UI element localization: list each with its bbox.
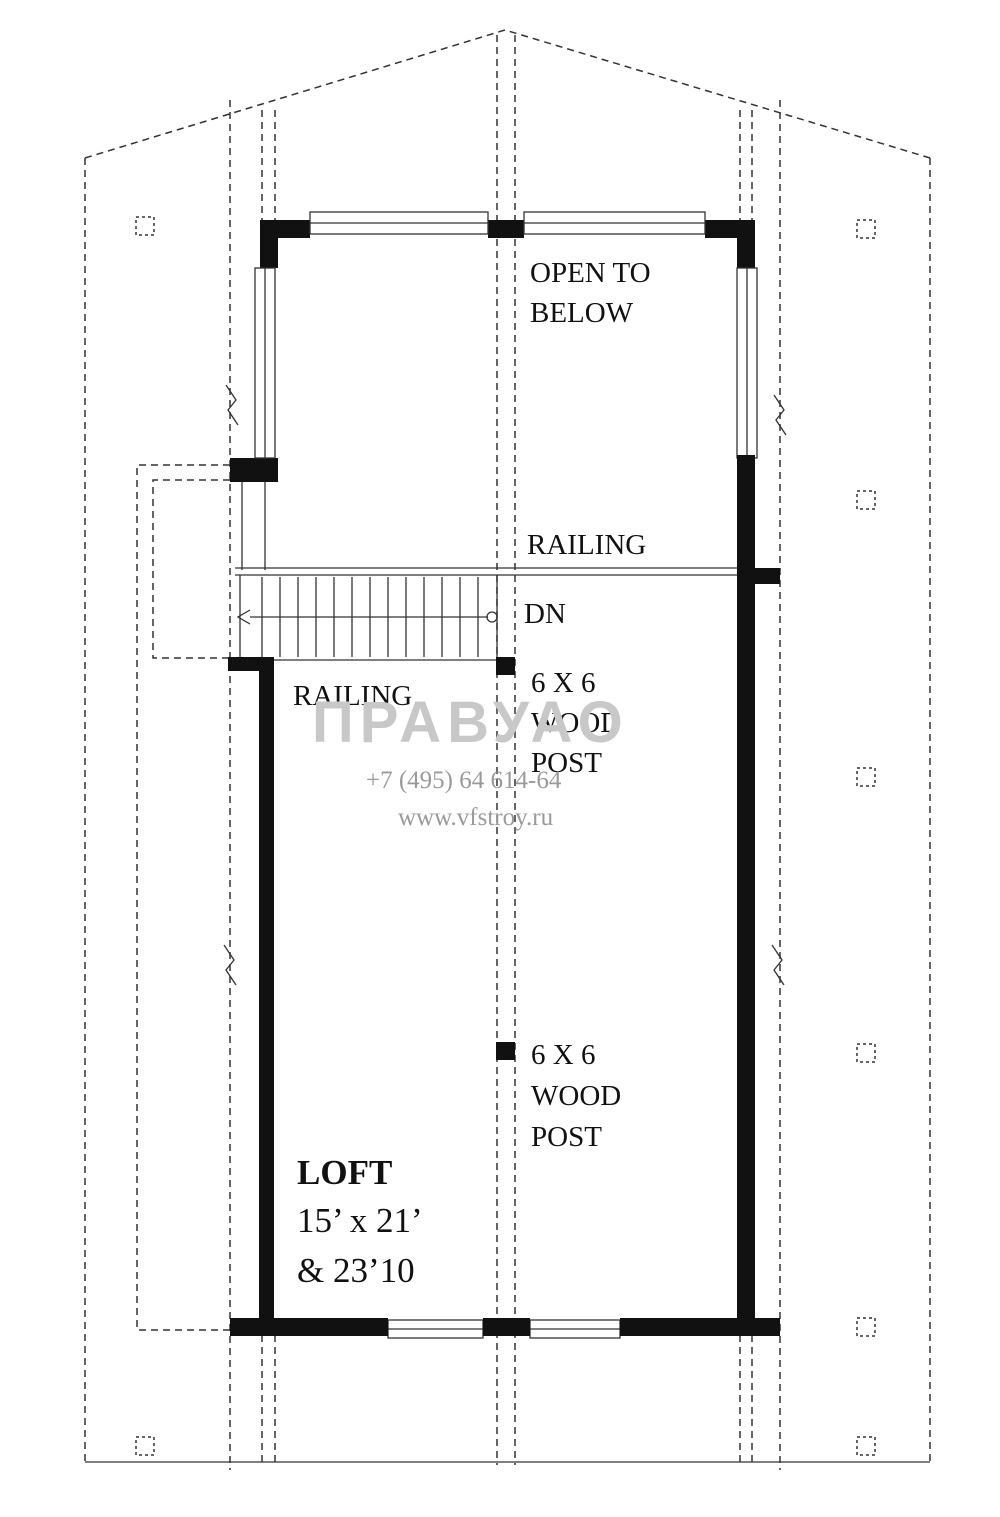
railings xyxy=(235,567,737,661)
lower-stair-outline xyxy=(136,464,230,1331)
loft-walls xyxy=(228,455,780,1336)
support-mark xyxy=(856,490,876,510)
loft-dimensions-1: 15’ x 21’ xyxy=(297,1201,423,1240)
ridge-beam-line xyxy=(496,35,516,1465)
post-label-upper-2: WOOD xyxy=(531,707,621,739)
watermark-brand: ПРАВУАО xyxy=(312,690,629,755)
wood-posts xyxy=(496,657,515,1060)
upper-walls xyxy=(230,220,755,482)
stair-side-wall xyxy=(241,482,266,570)
loft-room-name: LOFT xyxy=(297,1153,392,1192)
windows xyxy=(254,211,758,1339)
railing-label-upper: RAILING xyxy=(527,529,646,561)
support-marks xyxy=(135,216,876,1456)
loft-dimensions-2: & 23’10 xyxy=(297,1251,415,1290)
post-label-upper-1: 6 X 6 xyxy=(531,667,595,699)
break-marks xyxy=(223,384,787,986)
support-mark xyxy=(856,1436,876,1456)
open-to-below-label-2: BELOW xyxy=(530,297,634,329)
post-label-lower-2: WOOD xyxy=(531,1080,621,1112)
post-label-lower-3: POST xyxy=(531,1121,602,1153)
wood-post-upper xyxy=(496,657,515,675)
support-mark xyxy=(135,216,155,236)
watermark-url: www.vfstroy.ru xyxy=(398,804,554,831)
support-mark xyxy=(856,767,876,787)
roof-outline xyxy=(84,29,931,1470)
watermark-phone: +7 (495) 64 614-64 xyxy=(366,767,562,794)
post-label-lower-1: 6 X 6 xyxy=(531,1039,595,1071)
stair-down-label: DN xyxy=(524,598,566,630)
support-mark xyxy=(856,219,876,239)
rafter-lines xyxy=(261,110,753,1462)
post-label-upper-3: POST xyxy=(531,747,602,779)
support-mark xyxy=(856,1317,876,1337)
support-mark xyxy=(856,1043,876,1063)
wood-post-lower xyxy=(496,1042,515,1060)
open-to-below-label-1: OPEN TO xyxy=(530,257,651,289)
railing-label-lower: RAILING xyxy=(293,680,412,712)
stair xyxy=(236,575,498,657)
support-mark xyxy=(135,1436,155,1456)
